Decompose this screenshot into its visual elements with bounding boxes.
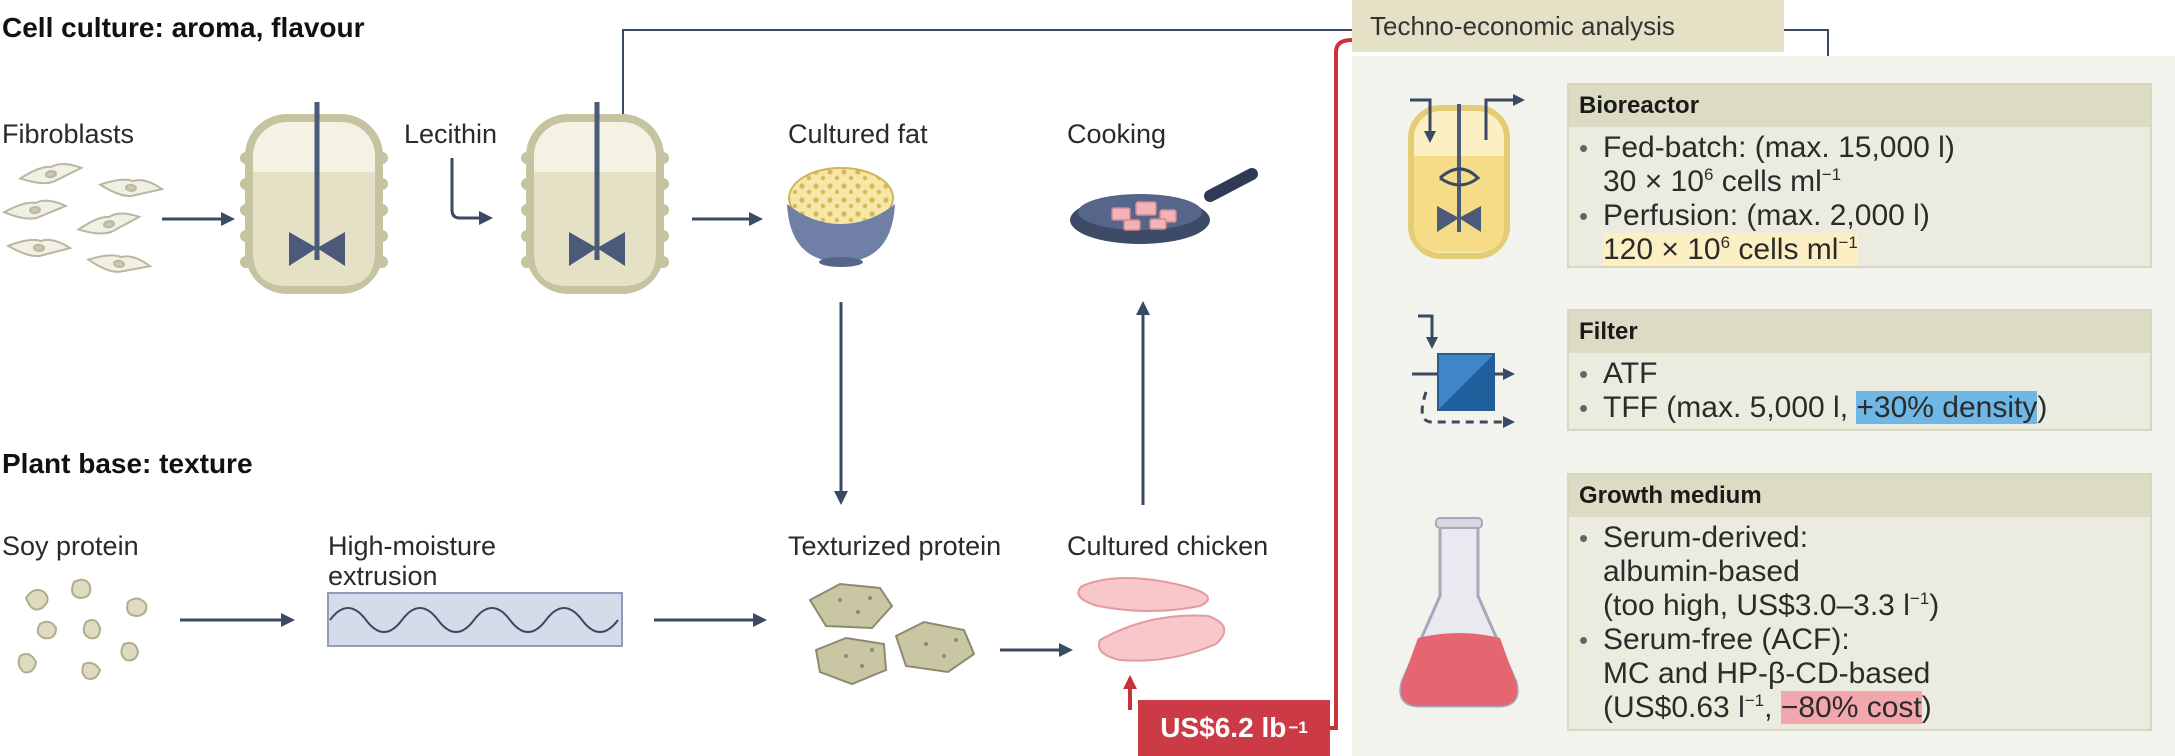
label-fibroblasts: Fibroblasts [2,119,135,149]
bullet-dot: • [1579,625,1589,655]
gm-serum-free: Serum-free (ACF): [1603,623,1850,656]
tff-prefix: TFF (max. 5,000 l, [1603,391,1857,424]
tea-bioreactor-icon [1408,94,1525,259]
bioreactor-1-icon [240,102,388,294]
cost-connector-red [1123,38,1353,730]
cooking-pan-icon [1070,168,1258,244]
pf-density-exp: 6 [1720,233,1731,252]
cost-highlight: −80% cost [1780,691,1922,724]
label-lecithin: Lecithin [404,119,498,149]
tff-highlight: +30% density [1856,391,2038,424]
label-hme-line2: extrusion [328,561,438,591]
pf-density-base: 120 × 10 [1603,233,1721,266]
texturized-protein-icon [808,582,976,686]
cultured-fat-bowl-icon [787,167,895,267]
label-cooking: Cooking [1067,119,1167,149]
fb-density-unit-exp: −1 [1821,165,1842,184]
gm-albumin: albumin-based [1603,555,1800,588]
tea-bioreactor-box: Bioreactor • Fed-batch: (max. 15,000 l) … [1567,83,2152,268]
pf-density-unit-exp: −1 [1838,233,1858,252]
vertical-arrows [834,301,1150,505]
label-cultured-fat: Cultured fat [788,119,928,149]
label-hme-line1: High-moisture [328,531,497,561]
section-cell-culture: Cell culture: aroma, flavour [2,12,365,43]
fibroblasts-icon [1,162,165,273]
bioreactor-2-icon [521,102,669,294]
price-unit-exp: −1 [1288,718,1308,737]
bioreactor-perfusion: Perfusion: (max. 2,000 l) [1603,199,1930,232]
bullet-dot: • [1579,201,1589,231]
price-value: US$6.2 lb [1160,712,1287,743]
bioreactor-title: Bioreactor [1569,85,2150,127]
gm-serum-derived: Serum-derived: [1603,521,1809,554]
soy-protein-icon [17,578,148,680]
bioreactor-fed-batch: Fed-batch: (max. 15,000 l) [1603,131,1955,164]
too-high-suffix: ) [1929,589,1940,622]
fb-density-unit: cells ml [1713,165,1822,198]
filter-atf: ATF [1603,357,1658,390]
filter-title: Filter [1569,311,2150,353]
label-cultured-chicken: Cultured chicken [1067,531,1269,561]
tff-suffix: ) [2037,391,2048,424]
section-plant-base: Plant base: texture [2,448,253,479]
tea-filter-icon [1412,314,1515,428]
bottom-row-arrows [180,613,1073,657]
bullet-dot: • [1579,523,1589,553]
cost-mid: , [1764,691,1781,724]
gm-cost: (US$0.63 l−1, −80% cost) [1603,691,1932,724]
tea-icons [1399,94,1525,708]
fb-density-base: 30 × 10 [1603,165,1704,198]
bioreactor-fed-batch-density: 30 × 106 cells ml−1 [1603,165,1841,198]
tea-growth-medium-box: Growth medium • Serum-derived: albumin-b… [1567,473,2152,731]
growth-medium-title: Growth medium [1569,475,2150,517]
tea-filter-box: Filter • ATF • TFF (max. 5,000 l, +30% d… [1567,309,2152,431]
tea-title: Techno-economic analysis [1352,0,1784,52]
bullet-dot: • [1579,133,1589,163]
lecithin-arrow [450,158,493,225]
fb-density-exp: 6 [1703,165,1714,184]
cultured-chicken-icon [1077,577,1226,662]
bioreactor-perfusion-density: 120 × 106 cells ml−1 [1603,233,1858,266]
cost-suffix: ) [1921,691,1932,724]
extrusion-icon [327,592,623,647]
pf-density-unit: cells ml [1730,233,1839,266]
cost-exp: −1 [1744,691,1765,710]
tea-flask-icon [1399,517,1519,708]
gm-too-high: (too high, US$3.0–3.3 l−1) [1603,589,1939,622]
gm-mc: MC and HP-β-CD-based [1603,657,1931,690]
too-high-prefix: (too high, US$3.0–3.3 l [1603,589,1910,622]
bullet-dot: • [1579,393,1589,423]
label-texturized-protein: Texturized protein [788,531,1002,561]
price-badge: US$6.2 lb−1 [1138,700,1330,756]
label-soy-protein: Soy protein [2,531,139,561]
cost-prefix: (US$0.63 l [1603,691,1745,724]
filter-tff: TFF (max. 5,000 l, +30% density) [1603,391,2047,424]
too-high-exp: −1 [1909,589,1930,608]
bullet-dot: • [1579,359,1589,389]
